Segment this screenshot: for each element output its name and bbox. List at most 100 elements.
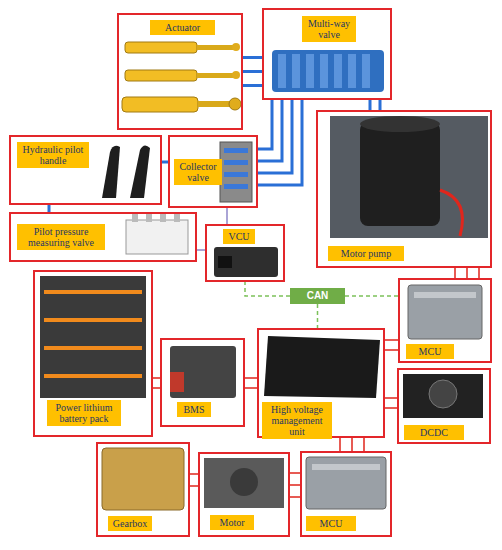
component-label: Motor pump [328,246,404,261]
connector-line [290,473,300,497]
battery-cable [44,290,142,294]
component-label: High voltage management unit [262,402,332,439]
valve-section [292,54,300,88]
battery-cable [44,374,142,378]
component-box: High voltage management unit [257,328,385,438]
component-label: Gearbox [108,516,152,531]
connector-line [370,100,380,110]
valve-section [348,54,356,88]
vcu-module [214,247,278,277]
fitting [224,184,248,189]
sensor [160,214,166,222]
bms-housing [170,346,236,398]
collector-block [220,142,252,202]
battery-cable [44,346,142,350]
sensor [174,214,180,222]
pump-motor [360,122,440,226]
connector [218,256,232,268]
mcu-housing [408,285,482,339]
fitting [224,148,248,153]
component-box: DCDC [397,368,491,444]
cylinder-body [125,42,197,53]
connector-line [340,438,364,451]
component-box: Pilot pressure measuring valve [9,212,197,262]
component-label: Pilot pressure measuring valve [17,224,105,250]
sensor [132,214,138,222]
bus-box: CAN [290,288,345,304]
pump-top [360,116,440,132]
component-box: Multi-way valve [262,8,392,100]
fitting [224,160,248,165]
connector-line [245,378,257,388]
joystick [102,146,120,198]
bus-label: CAN [290,288,345,304]
connector-line [455,268,479,278]
component-label: Hydraulic pilot handle [17,142,89,168]
connector-line [48,205,51,212]
mcu-fin [312,464,380,470]
dcdc-housing [403,374,483,418]
valve-section [320,54,328,88]
component-box: VCU [205,224,285,282]
component-label: BMS [177,402,211,417]
connector-line [162,161,168,164]
gearbox-body [102,448,184,510]
component-label: MCU [406,344,454,359]
connector-line [226,208,228,224]
connector-line [153,378,160,388]
connector-line [258,100,302,185]
mcu-fin [414,292,476,298]
component-box: Motor pump [316,110,492,268]
component-label: MCU [306,516,356,531]
pump-background [330,116,488,238]
component-label: Motor [210,515,254,530]
component-box: Collector valve [168,135,258,208]
fitting [224,172,248,177]
component-label: Power lithium battery pack [47,400,121,426]
mcu-housing [306,457,386,509]
connector-line [197,249,205,251]
connector-line [345,295,398,297]
motor-body [204,458,284,508]
component-box: Power lithium battery pack [33,270,153,437]
fan [429,380,457,408]
component-box: MCU [398,278,492,363]
component-box: Hydraulic pilot handle [9,135,162,205]
cable [440,190,463,236]
connector [170,372,184,392]
valve-section [334,54,342,88]
cylinder-eye [232,43,240,51]
valve-block [272,50,384,92]
component-label: VCU [223,229,255,244]
connector-line [317,304,319,328]
component-box: MCU [300,451,392,537]
component-label: Collector valve [174,159,222,185]
valve-section [306,54,314,88]
cylinder-rod [197,73,235,78]
connector-line [243,58,262,86]
valve-section [278,54,286,88]
connector-line [385,398,397,408]
cylinder-body [125,70,197,81]
battery-cable [44,318,142,322]
hv-box [264,336,380,398]
component-box: BMS [160,338,245,427]
cylinder-body [122,97,198,112]
motor-shaft [230,468,258,496]
joystick [130,145,150,198]
component-box: Motor [198,452,290,537]
cylinder-eye [232,71,240,79]
cylinder-eye [229,98,241,110]
sensor [146,214,152,222]
connector-line [245,282,290,296]
battery-rack [40,276,146,398]
component-label: Actuator [150,20,215,35]
connector-line [190,474,198,486]
valve-section [362,54,370,88]
cylinder-rod [197,45,235,50]
connector-line [385,340,398,350]
